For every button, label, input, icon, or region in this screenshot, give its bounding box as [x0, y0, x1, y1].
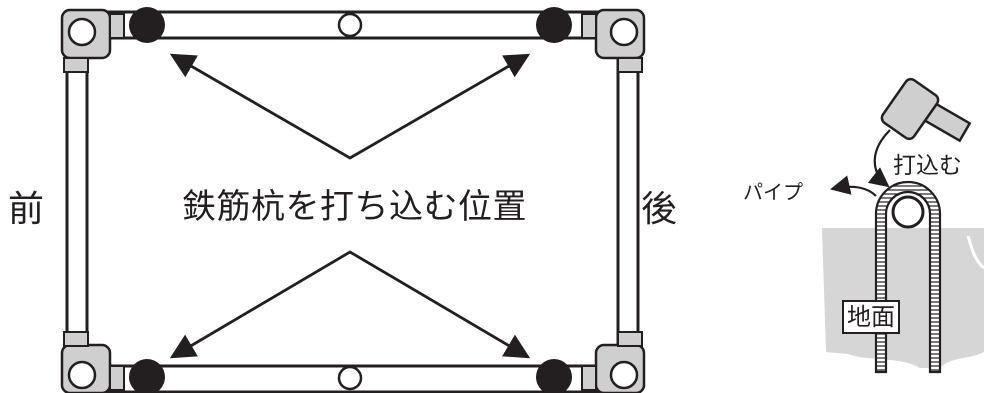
hammer-icon: [880, 77, 972, 143]
middle-joint-bottom: [337, 365, 363, 391]
stake-icon: [874, 180, 942, 374]
right-pipe: [616, 38, 640, 368]
ground-label: 地面: [842, 300, 900, 334]
stake-point-top-right: [536, 7, 572, 43]
stake-position-label: 鉄筋杭を打ち込む位置: [182, 187, 527, 227]
front-label: 前: [8, 189, 45, 230]
left-pipe: [65, 38, 89, 368]
stake-point-bottom-right: [536, 359, 572, 393]
middle-joint-top: [337, 12, 363, 38]
stake-point-bottom-left: [129, 359, 165, 393]
pointer-arrows: [169, 53, 531, 359]
strike-arrow: [867, 129, 891, 188]
back-label: 後: [641, 189, 678, 230]
corner-fitting-bottom-right: [581, 331, 646, 393]
corner-fitting-top-left: [60, 8, 125, 73]
corner-fitting-bottom-left: [60, 331, 125, 393]
pipe-cross-section: [891, 195, 925, 229]
ground-section: [822, 228, 984, 368]
pipe-arrow: [830, 175, 877, 197]
corner-fitting-top-right: [581, 8, 646, 73]
pipe-label: パイプ: [743, 180, 803, 204]
stake-point-top-left: [129, 7, 165, 43]
drive-in-label: 打込む: [893, 153, 962, 179]
